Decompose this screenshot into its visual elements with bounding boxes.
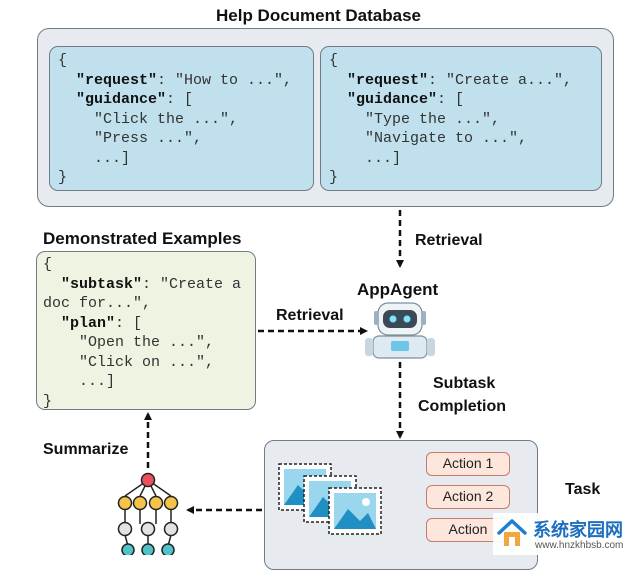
robot-icon xyxy=(365,302,435,359)
doc-left-code: { "request": "How to ...", "guidance": [… xyxy=(58,52,293,186)
database-title: Help Document Database xyxy=(216,6,421,25)
house-logo-icon xyxy=(497,519,527,546)
demo-code: { "subtask": "Create a doc for...", "pla… xyxy=(43,256,242,410)
watermark-text: 系统家园网 xyxy=(533,520,623,541)
demonstrated-examples-card: { "subtask": "Create a doc for...", "pla… xyxy=(36,251,256,410)
diagram-overlay xyxy=(117,210,435,555)
demonstrated-title: Demonstrated Examples xyxy=(43,229,242,248)
completion-label: Completion xyxy=(418,398,506,415)
doc-card-right: { "request": "Create a...", "guidance": … xyxy=(320,46,602,191)
summarize-label: Summarize xyxy=(43,441,129,458)
action-2: Action 2 xyxy=(426,485,510,509)
task-label: Task xyxy=(565,481,601,498)
retrieval-label-left: Retrieval xyxy=(276,307,344,324)
watermark: 系统家园网 www.hnzkhbsb.com xyxy=(493,513,640,555)
images-icon xyxy=(278,463,382,535)
doc-right-code: { "request": "Create a...", "guidance": … xyxy=(329,52,573,186)
subtask-label: Subtask xyxy=(433,375,496,392)
action-1: Action 1 xyxy=(426,452,510,476)
watermark-url: www.hnzkhbsb.com xyxy=(535,540,624,551)
agent-label: AppAgent xyxy=(357,280,439,299)
network-icon xyxy=(117,472,179,555)
doc-card-left: { "request": "How to ...", "guidance": [… xyxy=(49,46,314,191)
retrieval-label-top: Retrieval xyxy=(415,232,483,249)
